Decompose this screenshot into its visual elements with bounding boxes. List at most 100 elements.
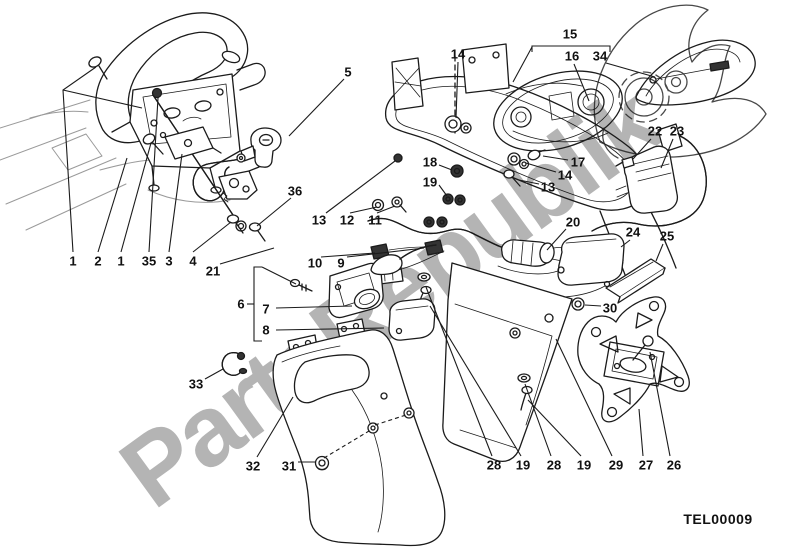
alignment-dashed-line <box>323 430 370 459</box>
leader-line <box>638 408 644 457</box>
leader-line <box>325 160 396 214</box>
leader-line <box>346 247 425 258</box>
part-callout-18: 18 <box>422 154 438 170</box>
leader-line <box>632 138 652 160</box>
leader-line <box>275 327 385 331</box>
part-callout-35: 35 <box>141 253 157 269</box>
part-callout-19: 19 <box>515 457 531 473</box>
part-callout-31: 31 <box>281 458 297 474</box>
part-callout-16: 16 <box>564 48 580 64</box>
background-sketch <box>0 99 231 231</box>
part-callout-19: 19 <box>576 457 592 473</box>
part-callout-13: 13 <box>540 179 556 195</box>
part-callout-1: 1 <box>69 253 77 269</box>
leader-line <box>168 153 183 253</box>
lock-cable <box>192 153 260 203</box>
part-callout-5: 5 <box>344 64 352 80</box>
leader-line <box>512 46 533 83</box>
small-fasteners <box>371 115 585 311</box>
part-callout-28: 28 <box>486 457 502 473</box>
diagram-code: TEL00009 <box>683 511 753 527</box>
leader-line <box>120 142 152 253</box>
part-callout-10: 10 <box>307 255 323 271</box>
leader-line <box>192 221 232 253</box>
alignment-dashed-line <box>374 414 407 426</box>
part-callout-28: 28 <box>546 457 562 473</box>
leader-line <box>204 368 224 380</box>
bulb-holder <box>289 244 437 319</box>
leader-line <box>527 399 582 457</box>
leader-line <box>256 396 294 458</box>
rear-mudguard <box>272 318 446 547</box>
leader-line <box>655 243 664 262</box>
part-callout-36: 36 <box>287 183 303 199</box>
part-callout-25: 25 <box>659 228 675 244</box>
part-callout-26: 26 <box>666 457 682 473</box>
leader-line <box>555 338 613 457</box>
leader-line <box>524 383 552 457</box>
leader-line <box>219 247 275 265</box>
part-callout-21: 21 <box>205 263 221 279</box>
part-callout-12: 12 <box>339 212 355 228</box>
part-callout-3: 3 <box>165 253 173 269</box>
part-callout-29: 29 <box>608 457 624 473</box>
group-bracket-15 <box>531 45 611 52</box>
part-callout-1: 1 <box>117 253 125 269</box>
leader-line <box>649 351 671 457</box>
part-callout-7: 7 <box>262 301 270 317</box>
part-callout-13: 13 <box>311 212 327 228</box>
part-callout-14: 14 <box>450 46 466 62</box>
part-callout-22: 22 <box>647 123 663 139</box>
indicator-lens <box>635 39 756 106</box>
bulb-socket <box>501 239 583 267</box>
leader-line <box>288 78 345 137</box>
part-callout-11: 11 <box>368 212 382 228</box>
leader-line <box>62 89 143 109</box>
leader-line <box>546 228 567 251</box>
part-callout-6: 6 <box>237 296 245 312</box>
part-callout-9: 9 <box>337 255 345 271</box>
part-callout-32: 32 <box>245 458 261 474</box>
taillight-assembly <box>493 70 623 152</box>
mounting-plate <box>605 258 666 304</box>
part-callout-30: 30 <box>602 300 618 316</box>
part-callout-20: 20 <box>565 214 581 230</box>
leader-line <box>429 305 522 457</box>
leader-line <box>605 62 656 78</box>
leader-line <box>256 197 292 227</box>
part-callout-27: 27 <box>638 457 654 473</box>
flasher-unit <box>591 123 707 232</box>
part-callout-24: 24 <box>625 224 641 240</box>
leader-line <box>320 252 376 258</box>
leader-line <box>438 164 453 171</box>
part-callout-2: 2 <box>94 253 102 269</box>
gear-logo-watermark <box>593 4 767 159</box>
leader-line <box>455 61 459 119</box>
leader-line <box>542 155 569 161</box>
group-bracket-6 <box>253 266 262 342</box>
part-callout-4: 4 <box>189 253 197 269</box>
leader-line <box>573 63 590 102</box>
leader-line <box>620 239 631 248</box>
leader-line <box>148 97 159 253</box>
leader-line <box>97 157 128 253</box>
leader-line <box>376 205 396 214</box>
leader-line <box>349 206 378 214</box>
leader-line <box>525 162 557 173</box>
plate-bracket <box>577 296 690 423</box>
part-callout-17: 17 <box>570 154 586 170</box>
bracket-6-link <box>261 266 297 285</box>
leader-line <box>584 304 602 307</box>
part-callout-15: 15 <box>562 26 578 42</box>
cdi-unit <box>497 233 625 298</box>
part-callout-23: 23 <box>669 123 685 139</box>
latch-rod-and-bolts <box>88 56 266 242</box>
leader-line <box>438 184 448 197</box>
part-callout-14: 14 <box>557 167 573 183</box>
part-callout-34: 34 <box>592 48 608 64</box>
leader-line <box>660 138 674 169</box>
part-callout-8: 8 <box>262 322 270 338</box>
